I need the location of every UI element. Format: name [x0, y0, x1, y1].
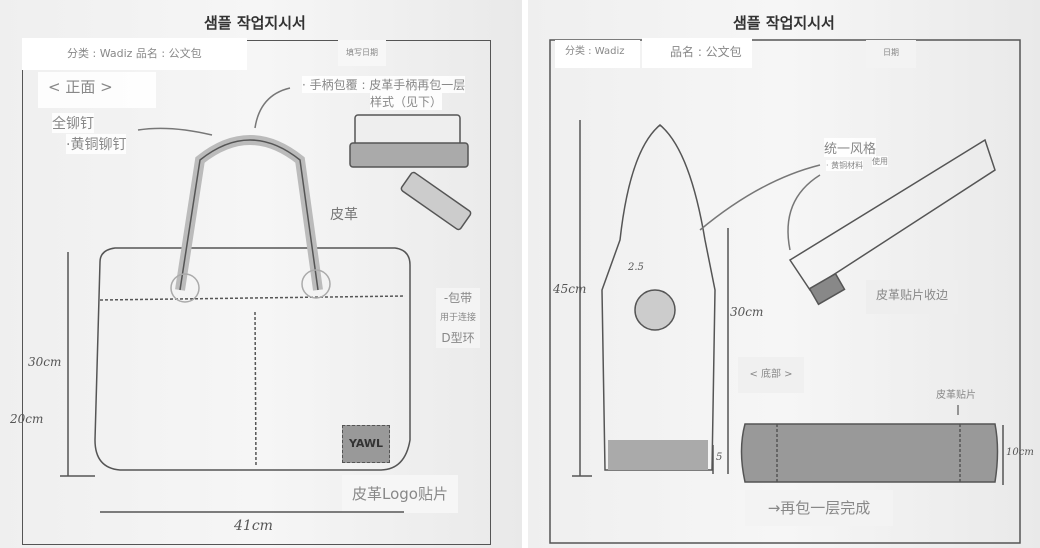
- dim-base: 5: [716, 452, 723, 463]
- logo-note: 皮革Logo贴片: [342, 475, 458, 513]
- edge-note: 皮革贴片收边: [866, 280, 958, 314]
- style-note: 统一风格: [824, 138, 877, 157]
- right-sheet: [528, 0, 1040, 548]
- right-sheet-title: 샘플 작업지시서: [733, 14, 835, 32]
- right-date-label: 日期: [866, 40, 916, 68]
- front-view-label: < 正面 >: [38, 72, 156, 108]
- right-product-name: 品名 : 公文包: [642, 38, 752, 68]
- dim-width: 41cm: [234, 518, 273, 534]
- dim-body-height: 30cm: [730, 305, 764, 319]
- right-category: 分类 : Wadiz: [555, 40, 640, 68]
- left-sheet-title: 샘플 작업지시서: [204, 14, 306, 32]
- brass-note: · 黄铜材料: [826, 160, 864, 171]
- dim-total-height: 45cm: [553, 282, 587, 296]
- left-category-name: 分类 : Wadiz 品名 : 公文包: [22, 38, 247, 70]
- dim-height: 30cm: [28, 355, 62, 369]
- leather-label: 皮革: [330, 207, 358, 223]
- sheet-divider: [522, 0, 528, 548]
- strap-note: -包带 用于连接 D型环: [436, 288, 480, 348]
- strap-note-2: 用于连接: [439, 313, 476, 323]
- strap-note-3: D型环: [441, 331, 475, 345]
- use-note: 使用: [872, 156, 888, 167]
- rivet-note-2: ·黄铜铆钉: [66, 134, 127, 154]
- strap-note-1: -包带: [443, 291, 473, 305]
- handle-note-2: 样式（见下）: [370, 93, 443, 110]
- dim-bottom: 10cm: [1006, 447, 1034, 458]
- rivet-note-1: 全铆钉: [52, 113, 94, 133]
- bottom-view-label: < 底部 >: [738, 357, 804, 393]
- left-date-label: 填写日期: [338, 40, 386, 66]
- yawl-logo-patch: YAWL: [342, 425, 390, 463]
- dim-depth: 20cm: [10, 412, 44, 426]
- wrap-note: →再包一层完成: [745, 490, 893, 526]
- left-frame: [22, 40, 491, 545]
- handle-note-1: · 手柄包覆 : 皮革手柄再包一层: [302, 76, 466, 93]
- leather-patch-note: 皮革贴片: [936, 390, 976, 401]
- dim-handle: 2.5: [628, 262, 644, 273]
